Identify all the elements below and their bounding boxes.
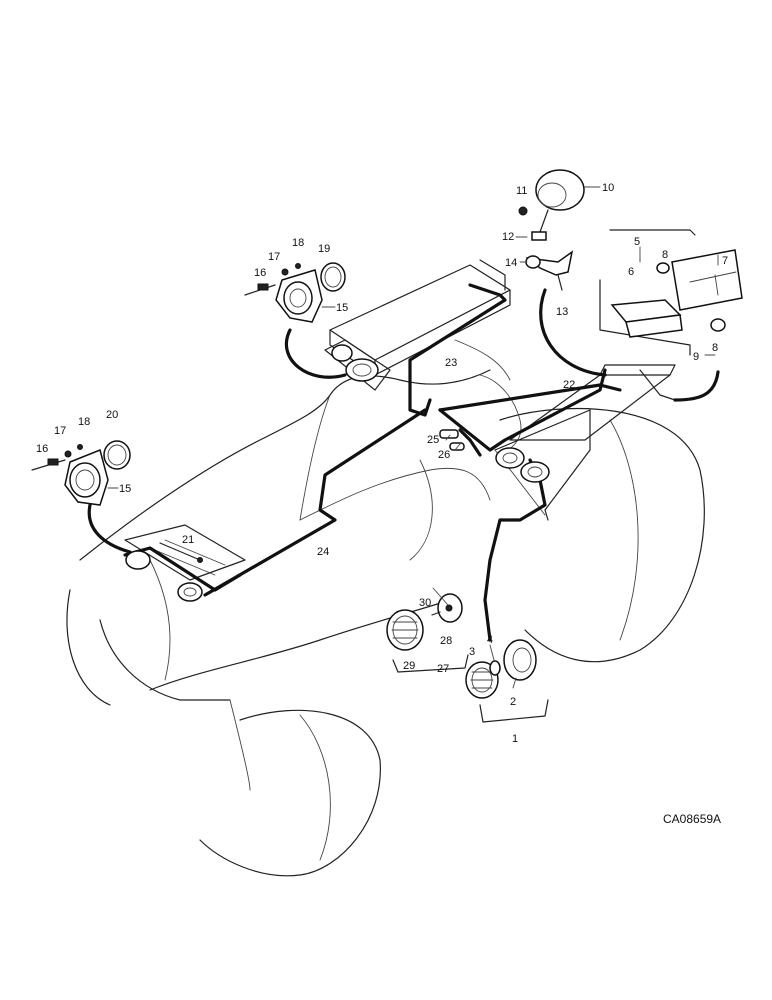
label-9: 9 <box>693 351 699 363</box>
label-5: 5 <box>634 236 640 248</box>
label-11: 11 <box>516 185 527 197</box>
label-15-upper: 15 <box>336 302 348 314</box>
label-7: 7 <box>722 255 728 267</box>
label-8-lower: 8 <box>712 342 718 354</box>
label-6: 6 <box>628 266 634 278</box>
label-24: 24 <box>317 546 329 558</box>
label-2: 2 <box>510 696 516 708</box>
label-22: 22 <box>563 379 575 391</box>
label-19: 19 <box>318 243 330 255</box>
label-20: 20 <box>106 409 118 421</box>
mounted-lamps <box>125 344 550 602</box>
rear-lamp-1-exploded <box>465 639 549 723</box>
callout-labels: 1 2 3 4 5 6 7 8 8 9 10 11 12 13 14 15 15… <box>36 182 728 745</box>
label-16-upper: 16 <box>254 267 266 279</box>
label-15-lower: 15 <box>119 483 131 495</box>
label-30: 30 <box>419 597 431 609</box>
label-23: 23 <box>445 357 457 369</box>
label-18-upper: 18 <box>292 237 304 249</box>
label-16-lower: 16 <box>36 443 48 455</box>
upper-left-lamp-exploded <box>244 262 346 323</box>
label-3: 3 <box>469 646 475 658</box>
leader-lines <box>107 186 719 689</box>
label-27: 27 <box>437 663 449 675</box>
label-26: 26 <box>438 449 450 461</box>
lamp-leads <box>87 288 720 554</box>
lower-left-lamp-exploded <box>31 440 131 506</box>
label-12: 12 <box>502 231 514 243</box>
label-21: 21 <box>182 534 194 546</box>
left-fender-mount <box>124 524 246 581</box>
label-4: 4 <box>487 634 493 646</box>
label-17-upper: 17 <box>268 251 280 263</box>
label-28: 28 <box>440 635 452 647</box>
rear-lamp-27-exploded <box>386 593 469 673</box>
label-29: 29 <box>403 660 415 672</box>
work-light-exploded <box>518 169 585 291</box>
warning-lamp-exploded <box>599 229 743 356</box>
figure-code: CA08659A <box>663 812 721 826</box>
label-17-lower: 17 <box>54 425 66 437</box>
label-14: 14 <box>505 257 517 269</box>
label-10: 10 <box>602 182 614 194</box>
switch-part <box>159 542 203 563</box>
label-18-lower: 18 <box>78 416 90 428</box>
label-8-upper: 8 <box>662 249 668 261</box>
label-1: 1 <box>512 733 518 745</box>
label-13: 13 <box>556 306 568 318</box>
label-25: 25 <box>427 434 439 446</box>
tractor-outline <box>66 339 705 877</box>
